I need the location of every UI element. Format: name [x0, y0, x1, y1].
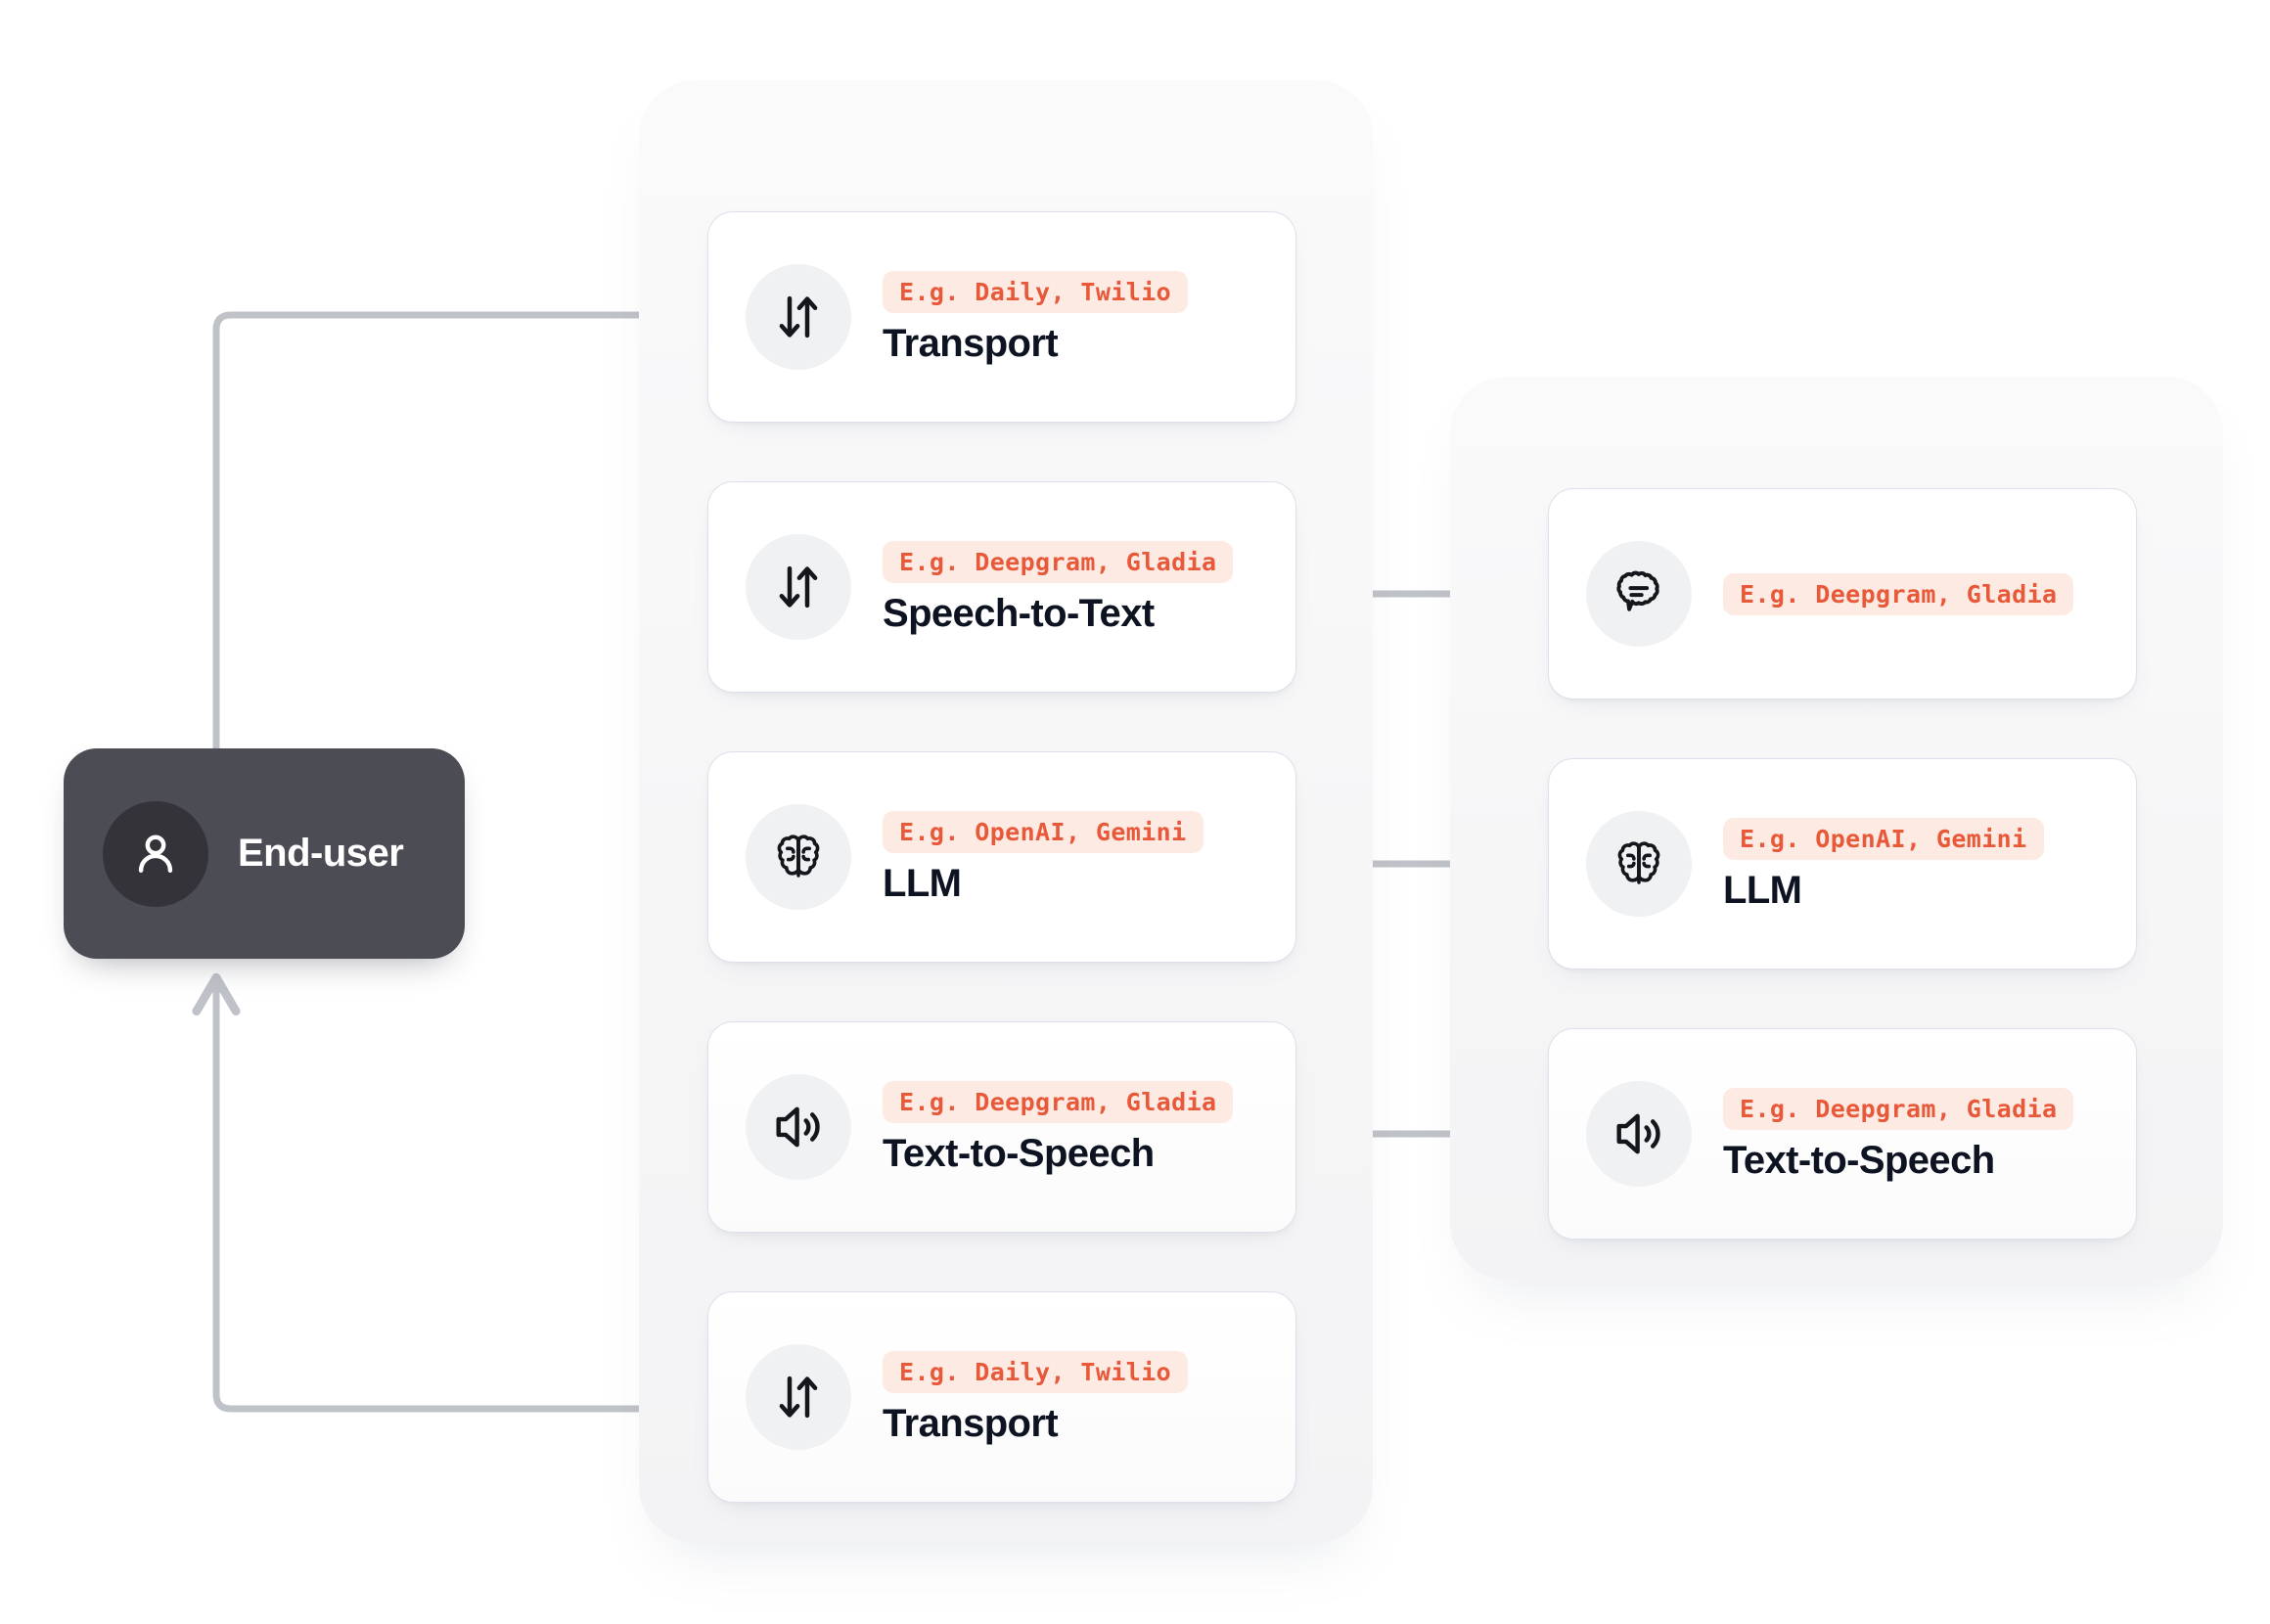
node-badge: E.g. Deepgram, Gladia [883, 540, 1234, 583]
brain-icon [1586, 811, 1692, 917]
node-transport-out[interactable]: E.g. Daily, Twilio Transport [707, 1291, 1296, 1503]
node-llm-body: E.g. OpenAI, Gemini LLM [883, 810, 1203, 905]
brain-icon [746, 804, 851, 910]
node-llm[interactable]: E.g. OpenAI, Gemini LLM [707, 751, 1296, 963]
node-speech-to-text[interactable]: E.g. Deepgram, Gladia Speech-to-Text [707, 481, 1296, 693]
node-badge: E.g. OpenAI, Gemini [1723, 817, 2044, 860]
node-transport-out-body: E.g. Daily, Twilio Transport [883, 1350, 1189, 1445]
node-title: Speech-to-Text [883, 591, 1155, 635]
user-icon [103, 800, 208, 907]
node-title: LLM [1723, 868, 1802, 912]
node-title: Transport [883, 321, 1059, 365]
transport-arrows-icon [746, 1344, 851, 1450]
ai-node-speech-to-text-body: E.g. Deepgram, Gladia [1723, 572, 2074, 615]
node-badge: E.g. Daily, Twilio [883, 1350, 1189, 1393]
ai-node-text-to-speech-body: E.g. Deepgram, Gladia Text-to-Speech [1723, 1087, 2074, 1182]
end-user-label: End-user [238, 832, 404, 875]
speaker-icon [1586, 1081, 1692, 1187]
wire-enduser-to-transport-in [212, 291, 691, 773]
ai-node-speech-to-text[interactable]: E.g. Deepgram, Gladia [1548, 488, 2137, 699]
node-badge: E.g. Daily, Twilio [883, 270, 1189, 313]
node-text-to-speech[interactable]: E.g. Deepgram, Gladia Text-to-Speech [707, 1021, 1296, 1233]
ai-node-llm-body: E.g. OpenAI, Gemini LLM [1723, 817, 2044, 912]
node-badge: E.g. Deepgram, Gladia [1723, 1087, 2074, 1130]
node-title: Text-to-Speech [1723, 1138, 1995, 1182]
transport-arrows-icon [746, 534, 851, 640]
node-title: Text-to-Speech [883, 1131, 1155, 1175]
end-user-node[interactable]: End-user [64, 748, 465, 959]
node-badge: E.g. OpenAI, Gemini [883, 810, 1203, 853]
node-transport-in-body: E.g. Daily, Twilio Transport [883, 270, 1189, 365]
speech-bubble-icon [1586, 541, 1692, 647]
node-badge: E.g. Deepgram, Gladia [1723, 572, 2074, 615]
transport-arrows-icon [746, 264, 851, 370]
node-title: Transport [883, 1401, 1059, 1445]
node-text-to-speech-body: E.g. Deepgram, Gladia Text-to-Speech [883, 1080, 1234, 1175]
node-badge: E.g. Deepgram, Gladia [883, 1080, 1234, 1123]
node-speech-to-text-body: E.g. Deepgram, Gladia Speech-to-Text [883, 540, 1234, 635]
ai-node-llm[interactable]: E.g. OpenAI, Gemini LLM [1548, 758, 2137, 970]
node-transport-in[interactable]: E.g. Daily, Twilio Transport [707, 211, 1296, 423]
ai-node-text-to-speech[interactable]: E.g. Deepgram, Gladia Text-to-Speech [1548, 1028, 2137, 1240]
node-title: LLM [883, 861, 962, 905]
speaker-icon [746, 1074, 851, 1180]
wire-transport-out-to-enduser [192, 972, 707, 1413]
